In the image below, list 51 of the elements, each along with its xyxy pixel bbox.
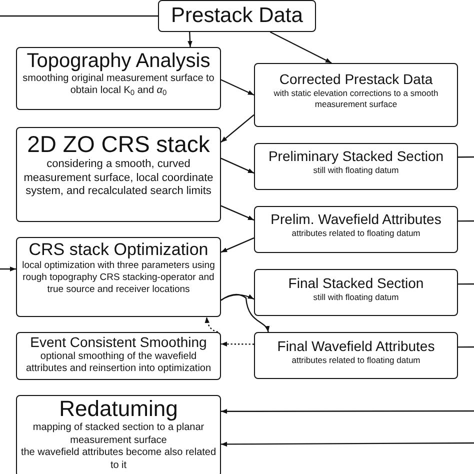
- arrow: [220, 294, 254, 301]
- box-title: Event Consistent Smoothing: [30, 333, 207, 351]
- box-description: local optimization with three parameters using rough topography CRS stacking-operator and true source and receiver locations: [21, 260, 216, 296]
- box-description: considering a smooth, curved measurement surface, local coordinate system, and recalculated search limits: [22, 158, 214, 198]
- process-box: [254, 206, 458, 253]
- process-box: [16, 395, 221, 474]
- process-box: [16, 127, 221, 222]
- dotted-arrow: [221, 342, 254, 346]
- box-description: optional smoothing of the wavefield attributes and reinsertion into optimization: [24, 351, 212, 375]
- box-title: Redatuming: [59, 396, 178, 422]
- box-description: smoothing original measurement surface to obtain local K$_{0}$ and α$_{0}$: [22, 73, 216, 97]
- connector-line: [458, 220, 474, 222]
- box-title: Final Wavefield Attributes: [277, 337, 435, 355]
- box-title: Topography Analysis: [26, 49, 210, 73]
- arrow: [220, 158, 254, 174]
- box-title: Final Stacked Section: [288, 274, 424, 292]
- arrow: [0, 266, 16, 272]
- connector-line: [458, 156, 474, 158]
- arrow: [220, 237, 254, 253]
- arrow: [221, 442, 474, 447]
- box-title: Corrected Prestack Data: [279, 70, 433, 88]
- box-description: attributes related to floating datum: [292, 355, 420, 366]
- process-box: [16, 47, 221, 110]
- arrow: [220, 205, 254, 221]
- process-box: [16, 237, 221, 317]
- box-title: CRS stack Optimization: [28, 239, 208, 260]
- process-box: [254, 63, 458, 127]
- box-description: with static elevation corrections to a smooth measurement surface: [272, 88, 440, 109]
- process-box: [16, 332, 221, 380]
- connector-line: [458, 346, 474, 348]
- box-title: Prelim. Wavefield Attributes: [270, 210, 442, 228]
- box-description: still with floating datum: [313, 292, 399, 302]
- process-box: [254, 269, 458, 316]
- box-title: 2D ZO CRS stack: [27, 130, 210, 158]
- box-title: Preliminary Stacked Section: [268, 147, 444, 165]
- dotted-arrow: [204, 316, 218, 333]
- process-box: [254, 143, 458, 190]
- process-box: [158, 0, 316, 32]
- box-description: the wavefield attributes become also related to it: [20, 447, 217, 472]
- arrow: [220, 294, 269, 332]
- connector-line: [0, 15, 158, 17]
- box-description: attributes related to floating datum: [292, 228, 420, 238]
- arrow: [220, 114, 254, 143]
- box-description: still with floating datum: [313, 165, 399, 176]
- connector-line: [458, 283, 474, 285]
- process-box: [254, 332, 458, 379]
- arrow: [270, 31, 332, 64]
- box-title: Prestack Data: [171, 3, 303, 29]
- arrow: [221, 409, 474, 414]
- arrow: [220, 79, 254, 96]
- arrow: [188, 32, 192, 48]
